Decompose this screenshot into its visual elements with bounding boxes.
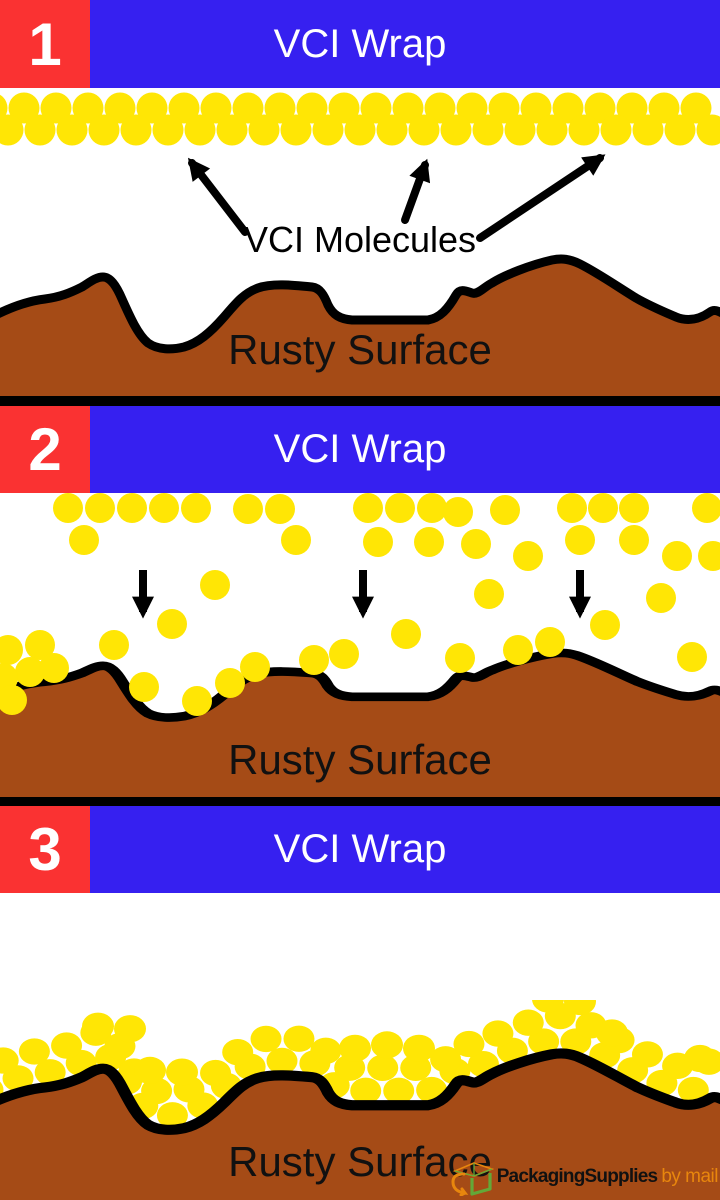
panel-step-3: 3 VCI Wrap Rusty Surface: [0, 806, 720, 1200]
logo-text-orange: by mail: [661, 1166, 718, 1187]
arrow-up-middle: [401, 158, 431, 224]
step1-wrap-bar: [90, 0, 720, 88]
arrow-up-left: [187, 157, 249, 236]
step1-surface-label: Rusty Surface: [228, 326, 492, 373]
panel-step-2: 2 VCI Wrap: [0, 406, 720, 806]
step2-surface-label: Rusty Surface: [228, 736, 492, 783]
step3-header: 3 VCI Wrap: [0, 806, 720, 893]
panel-step-1: 1 VCI Wrap VCI Molecules Rusty Surface: [0, 0, 720, 406]
step3-surface-with-molecules: [0, 1000, 720, 1200]
step2-number-badge: 2: [0, 406, 90, 493]
step2-molecules-scatter: [0, 493, 720, 716]
step3-wrap-bar: [90, 806, 720, 893]
step1-number-badge: 1: [0, 0, 90, 88]
logo-text-black: PackagingSupplies: [496, 1166, 658, 1187]
step2-wrap-bar: [90, 406, 720, 493]
step1-molecule-band: [0, 92, 720, 146]
step3-number-badge: 3: [0, 806, 90, 893]
arrow-up-right: [476, 154, 606, 242]
step1-molecules-label: VCI Molecules: [243, 219, 477, 260]
step1-arrows: [187, 154, 606, 242]
step1-rusty-surface: [0, 250, 720, 396]
step3-surface-label: Rusty Surface: [228, 1138, 492, 1185]
packaging-supplies-logo: PackagingSupplies by mail: [450, 1158, 718, 1196]
box-icon: [451, 1162, 494, 1196]
step2-down-arrows: [132, 570, 591, 619]
